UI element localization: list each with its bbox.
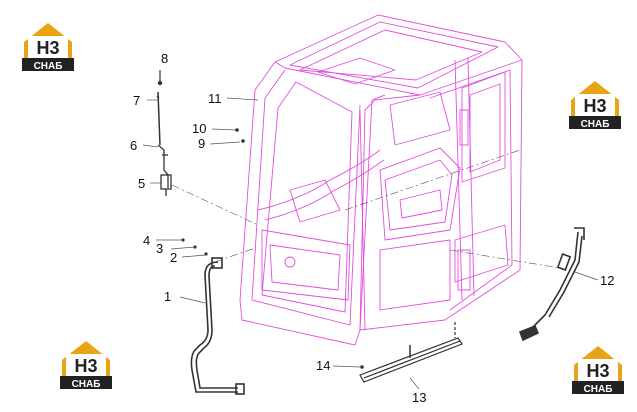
svg-text:СНАБ: СНАБ bbox=[584, 384, 613, 395]
part-6-bracket bbox=[157, 144, 169, 188]
brand-logo-bottom-right: H3 СНАБ bbox=[570, 343, 626, 395]
brand-logo-bottom-left: H3 СНАБ bbox=[58, 338, 114, 390]
brand-logo-top-right: H3 СНАБ bbox=[567, 78, 623, 130]
svg-text:СНАБ: СНАБ bbox=[72, 379, 101, 390]
callout-5: 5 bbox=[138, 176, 145, 191]
part-5-latch bbox=[160, 174, 172, 196]
part-12-damper bbox=[518, 227, 585, 342]
svg-text:H3: H3 bbox=[36, 38, 59, 58]
part-9-10-bolts bbox=[235, 128, 245, 143]
callout-13: 13 bbox=[412, 390, 426, 405]
part-1-handrail bbox=[190, 257, 245, 395]
cab-frame bbox=[239, 14, 523, 346]
svg-text:СНАБ: СНАБ bbox=[581, 119, 610, 130]
part-8-pin bbox=[157, 70, 163, 86]
callout-1: 1 bbox=[164, 289, 171, 304]
part-7-rod bbox=[156, 91, 161, 146]
svg-text:СНАБ: СНАБ bbox=[34, 61, 63, 72]
callout-labels: 1 2 3 4 5 6 7 8 9 10 11 12 13 14 bbox=[130, 51, 614, 405]
callout-2: 2 bbox=[170, 250, 177, 265]
part-14-screw bbox=[360, 365, 364, 369]
svg-text:H3: H3 bbox=[586, 361, 609, 381]
callout-8: 8 bbox=[161, 51, 168, 66]
callout-14: 14 bbox=[316, 358, 330, 373]
svg-text:H3: H3 bbox=[74, 356, 97, 376]
callout-7: 7 bbox=[133, 93, 140, 108]
svg-text:H3: H3 bbox=[583, 96, 606, 116]
callout-6: 6 bbox=[130, 138, 137, 153]
callout-3: 3 bbox=[156, 241, 163, 256]
part-13-sill-plate bbox=[359, 322, 463, 383]
brand-logo-top-left: H3 СНАБ bbox=[20, 20, 76, 72]
leader-lines bbox=[142, 97, 599, 390]
callout-10: 10 bbox=[192, 121, 206, 136]
callout-12: 12 bbox=[600, 273, 614, 288]
callout-9: 9 bbox=[198, 136, 205, 151]
callout-11: 11 bbox=[208, 91, 222, 106]
callout-4: 4 bbox=[143, 233, 150, 248]
